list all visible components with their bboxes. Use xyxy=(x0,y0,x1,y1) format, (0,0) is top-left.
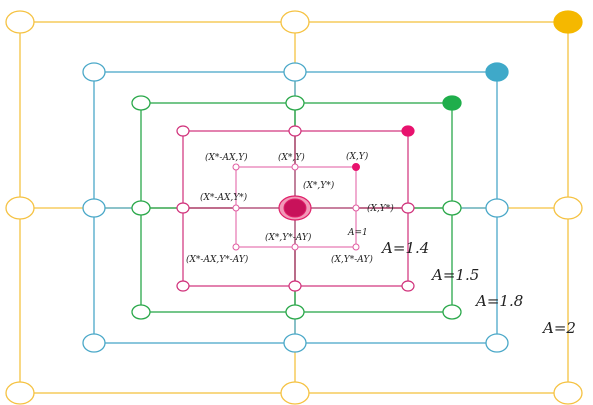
center-dot xyxy=(283,198,307,218)
node xyxy=(131,95,151,111)
label-a14: A=1.4 xyxy=(380,239,429,257)
node-filled xyxy=(553,10,583,34)
node xyxy=(82,198,106,218)
label-a2: A=2 xyxy=(541,319,576,337)
label-center: (X*,Y*) xyxy=(303,180,335,191)
node-filled xyxy=(442,95,462,111)
node xyxy=(283,62,307,82)
label-x-minus-ax-y-star: (X*-AX,Y*) xyxy=(200,192,248,203)
nodes-a14 xyxy=(176,125,415,292)
node xyxy=(401,202,415,214)
label-x-minus-ax-y-minus-ay: (X*-AX,Y*-AY) xyxy=(186,254,249,265)
node xyxy=(176,125,190,137)
label-a15: A=1.5 xyxy=(430,266,479,284)
node-filled xyxy=(485,62,509,82)
nodes-a1 xyxy=(232,163,360,251)
nodes-a18 xyxy=(82,62,509,353)
node xyxy=(485,198,509,218)
node xyxy=(280,381,310,405)
node xyxy=(283,333,307,353)
node xyxy=(288,125,302,137)
node xyxy=(232,204,240,212)
node xyxy=(82,62,106,82)
node xyxy=(5,381,35,405)
node xyxy=(232,163,240,171)
node xyxy=(5,196,35,220)
node xyxy=(485,333,509,353)
label-a1: A=1 xyxy=(347,228,368,238)
node-filled xyxy=(352,163,360,171)
node xyxy=(291,243,299,251)
label-x-star-y-minus-ay: (X*,Y*-AY) xyxy=(265,232,312,243)
node xyxy=(285,95,305,111)
label-x-y-star: (X,Y*) xyxy=(367,203,394,214)
node xyxy=(5,10,35,34)
node xyxy=(280,10,310,34)
node xyxy=(352,243,360,251)
node xyxy=(82,333,106,353)
label-a18: A=1.8 xyxy=(474,292,523,310)
node xyxy=(352,204,360,212)
node xyxy=(401,280,415,292)
node xyxy=(176,202,190,214)
node xyxy=(291,163,299,171)
node xyxy=(131,304,151,320)
node xyxy=(288,280,302,292)
node xyxy=(553,381,583,405)
node xyxy=(442,200,462,216)
center-point xyxy=(278,195,312,221)
nodes-a15 xyxy=(131,95,462,320)
node xyxy=(553,196,583,220)
label-x-y: (X,Y) xyxy=(346,151,369,162)
node-filled xyxy=(401,125,415,137)
node xyxy=(442,304,462,320)
node xyxy=(131,200,151,216)
label-x-star-y: (X*,Y) xyxy=(278,152,305,163)
nodes-a2 xyxy=(5,10,583,405)
node xyxy=(232,243,240,251)
node xyxy=(176,280,190,292)
label-x-minus-ax-y: (X*-AX,Y) xyxy=(205,152,248,163)
node xyxy=(285,304,305,320)
label-x-y-minus-ay: (X,Y*-AY) xyxy=(331,254,373,265)
